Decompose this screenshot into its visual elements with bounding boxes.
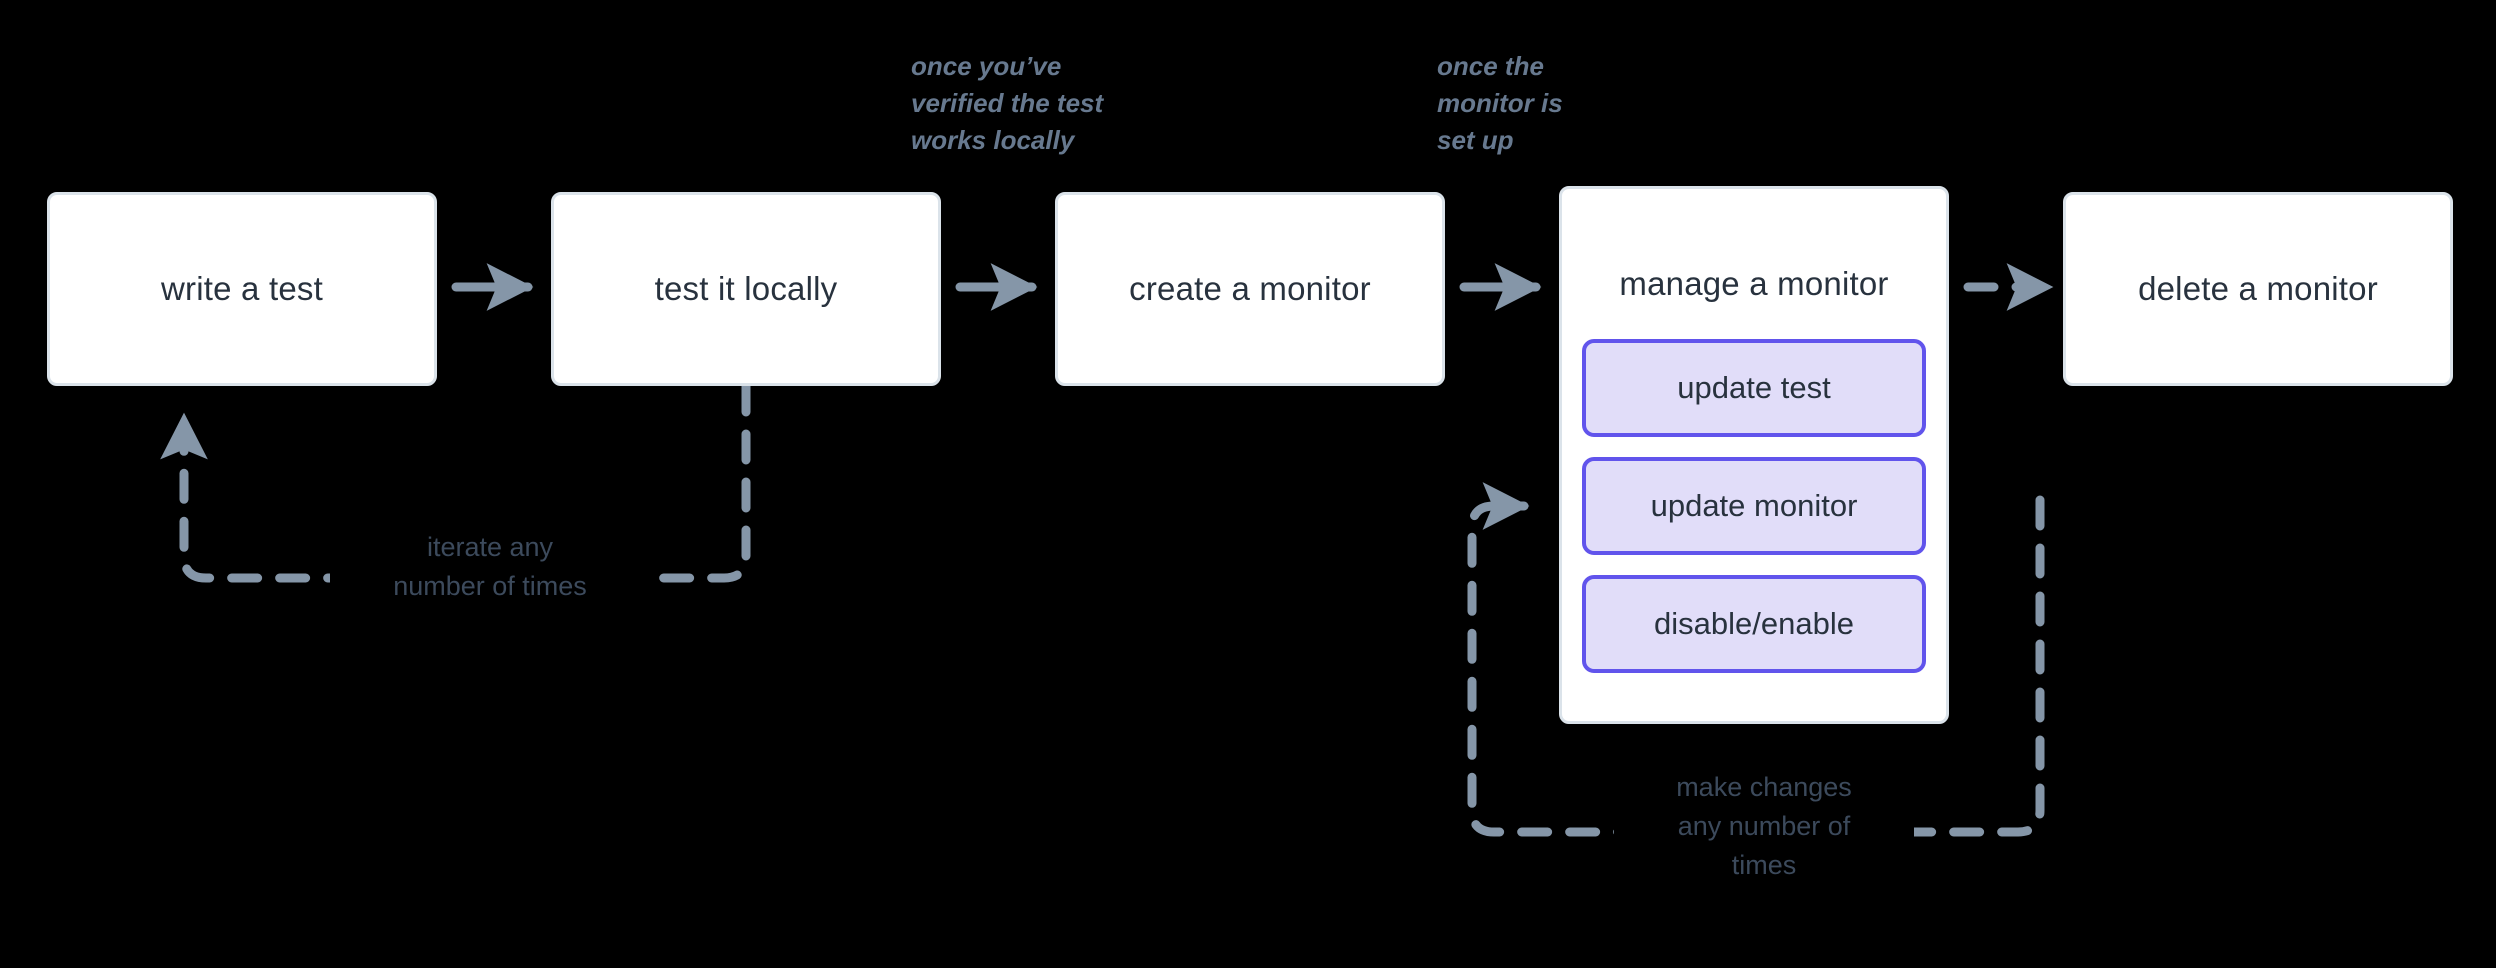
sub-node-label: update test: [1677, 370, 1831, 405]
loop-note-iterate: iterate any number of times: [330, 528, 650, 607]
edge-note-set-up: once the monitor is set up: [1437, 51, 1563, 155]
edge-note-verified: once you’ve verified the test works loca…: [911, 51, 1104, 155]
node-write-a-test[interactable]: write a test: [47, 192, 437, 386]
manage-sub-node-list: update test update monitor disable/enabl…: [1582, 339, 1926, 673]
sub-node-label: update monitor: [1650, 488, 1858, 523]
loop-note-make-changes: make changes any number of times: [1614, 768, 1914, 886]
sub-node-update-test[interactable]: update test: [1582, 339, 1926, 437]
node-label: create a monitor: [1129, 270, 1371, 307]
node-manage-a-monitor[interactable]: manage a monitor update test update moni…: [1559, 186, 1949, 724]
node-label: delete a monitor: [2138, 270, 2378, 307]
node-create-a-monitor[interactable]: create a monitor: [1055, 192, 1445, 386]
node-label: test it locally: [654, 270, 838, 307]
node-test-it-locally[interactable]: test it locally: [551, 192, 941, 386]
sub-node-disable-enable[interactable]: disable/enable: [1582, 575, 1926, 673]
node-label: write a test: [161, 270, 323, 307]
node-label: manage a monitor: [1619, 265, 1889, 302]
sub-node-update-monitor[interactable]: update monitor: [1582, 457, 1926, 555]
node-delete-a-monitor[interactable]: delete a monitor: [2063, 192, 2453, 386]
sub-node-label: disable/enable: [1654, 606, 1854, 641]
